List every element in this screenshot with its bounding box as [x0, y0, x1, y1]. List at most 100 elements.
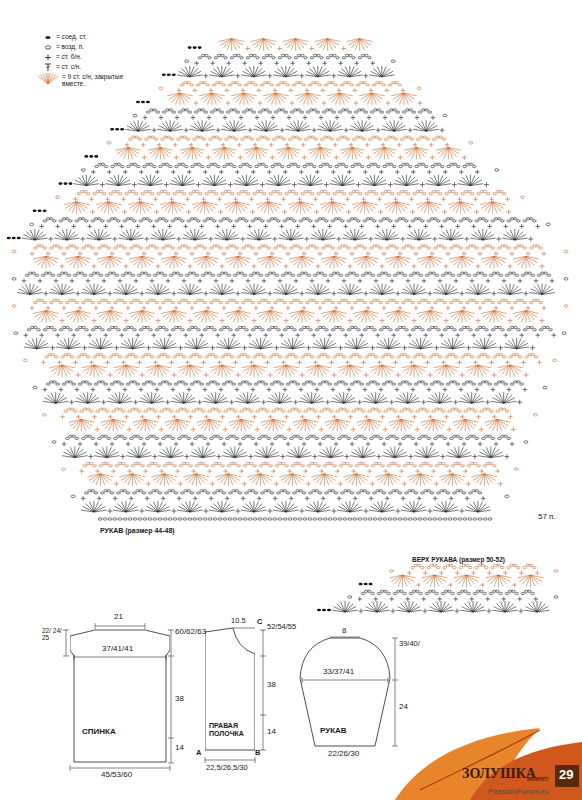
piece-outline-path — [70, 630, 170, 762]
stitch-row — [33, 381, 547, 392]
piece-name: РУКАВ — [320, 727, 347, 736]
stitch-row — [24, 338, 535, 351]
slip-stitch-marks — [359, 583, 373, 586]
stitch-row — [14, 326, 566, 337]
stitch-row — [43, 392, 522, 405]
piece-name: СПИНКА — [82, 728, 116, 737]
stitch-row — [62, 447, 509, 460]
dimension-label: 21 — [114, 613, 123, 622]
dimension-line — [95, 623, 145, 629]
piece-outline-path — [205, 628, 255, 750]
stitch-row — [62, 462, 519, 473]
dimension-label: 10.5 — [231, 617, 246, 625]
slip-stitch-marks — [188, 46, 202, 49]
dimension-label: 52/54/55 — [267, 623, 296, 631]
stitch-row — [332, 601, 550, 614]
front-piece: ПРАВАЯ ПОЛОЧКА — [205, 626, 255, 752]
dimension-line — [168, 630, 174, 763]
stitch-row — [81, 501, 491, 514]
dimension-label: C — [257, 618, 262, 626]
dimension-label: РУКАВ (размер 44-48) — [100, 527, 175, 535]
cluster-symbol — [38, 73, 58, 84]
dimension-group — [63, 623, 398, 771]
stitch-row — [17, 283, 555, 296]
dimension-label: 14 — [175, 744, 184, 753]
dimension-label: 57 п. — [538, 513, 556, 522]
stitch-row — [167, 93, 422, 106]
dimension-label: A — [196, 749, 201, 757]
stitch-row — [133, 109, 447, 120]
piece-name: ПРАВАЯ ПОЛОЧКА — [209, 722, 251, 737]
stitch-row — [177, 66, 395, 79]
dimension-line — [260, 630, 266, 750]
slip-stitch-marks — [84, 155, 98, 158]
dimension-label: 38 — [175, 695, 184, 704]
dimension-label: PassionForum.ru — [488, 788, 549, 797]
dimension-label: ЗОЛУШКА — [462, 766, 536, 781]
piece-outline — [70, 628, 170, 764]
stitch-row — [23, 354, 556, 365]
dimension-label: 38 — [267, 681, 276, 690]
stitch-row — [56, 190, 525, 201]
stitch-row — [185, 54, 396, 65]
dimension-label: 37/41/41 — [102, 645, 133, 654]
stitch-row — [69, 419, 516, 432]
stitch-row — [390, 575, 544, 588]
stitch-row — [42, 408, 537, 419]
stitch-row — [81, 163, 498, 174]
stitch-row — [12, 245, 568, 256]
stitch-row — [74, 175, 489, 188]
stitch-row — [71, 490, 509, 501]
slip-stitch-marks — [7, 237, 21, 240]
legend-text: = 9 ст. с/н, закрытые вместе. — [62, 73, 140, 87]
sleeve-piece: РУКАВ — [298, 636, 392, 748]
slip-stitch-marks — [33, 210, 47, 213]
dimension-label: 22/ 24/ 25 — [42, 627, 62, 641]
dimension-label: 22,5/26,5/30 — [206, 764, 248, 772]
stitch-row — [49, 365, 528, 378]
slip-stitch-marks — [162, 74, 176, 77]
stitch-row — [116, 147, 467, 160]
stitch-row — [22, 229, 533, 242]
stitch-row — [107, 136, 473, 147]
dimension-label: вяжет — [527, 775, 549, 783]
dimension-label: 45/53/60 — [101, 771, 132, 780]
stitch-row — [88, 474, 503, 487]
legend-text: = ст. с/н. — [56, 63, 81, 70]
page-number-box — [555, 765, 579, 787]
dimension-line — [392, 638, 398, 746]
dimension-line — [233, 628, 255, 629]
dimension-line — [63, 630, 69, 656]
stitch-row — [12, 299, 568, 310]
dimension-label: 24 — [399, 703, 408, 712]
dimension-label: ВЕРХ РУКАВА (размер 50-52) — [412, 556, 505, 563]
sc-symbol — [45, 55, 51, 61]
leaf-vein — [420, 730, 540, 790]
dimension-label: 8 — [342, 627, 346, 636]
stitch-row — [33, 256, 544, 269]
foundation-chain — [98, 518, 492, 520]
stitch-row — [125, 120, 444, 133]
dimension-label: 14 — [267, 728, 276, 737]
stitch-row — [33, 311, 544, 324]
stitch-row — [12, 272, 568, 283]
stitch-row — [389, 564, 558, 575]
dimension-label: 33/37/41 — [323, 668, 354, 677]
slip-stitch-marks — [58, 182, 72, 185]
dimension-line — [330, 637, 360, 638]
dimension-label: 39/40/ — [399, 640, 420, 648]
dimension-line — [302, 677, 388, 683]
slip-stitch-marks — [136, 101, 150, 104]
piece-outline-path — [300, 638, 390, 746]
slip-stitch-symbol — [45, 36, 50, 39]
stitch-row — [30, 218, 551, 229]
dimension-line — [74, 654, 166, 660]
stitch-row — [159, 82, 421, 93]
legend-text: = возд. п. — [56, 43, 84, 50]
back-piece: СПИНКА — [70, 628, 170, 764]
slip-stitch-marks — [317, 609, 331, 612]
